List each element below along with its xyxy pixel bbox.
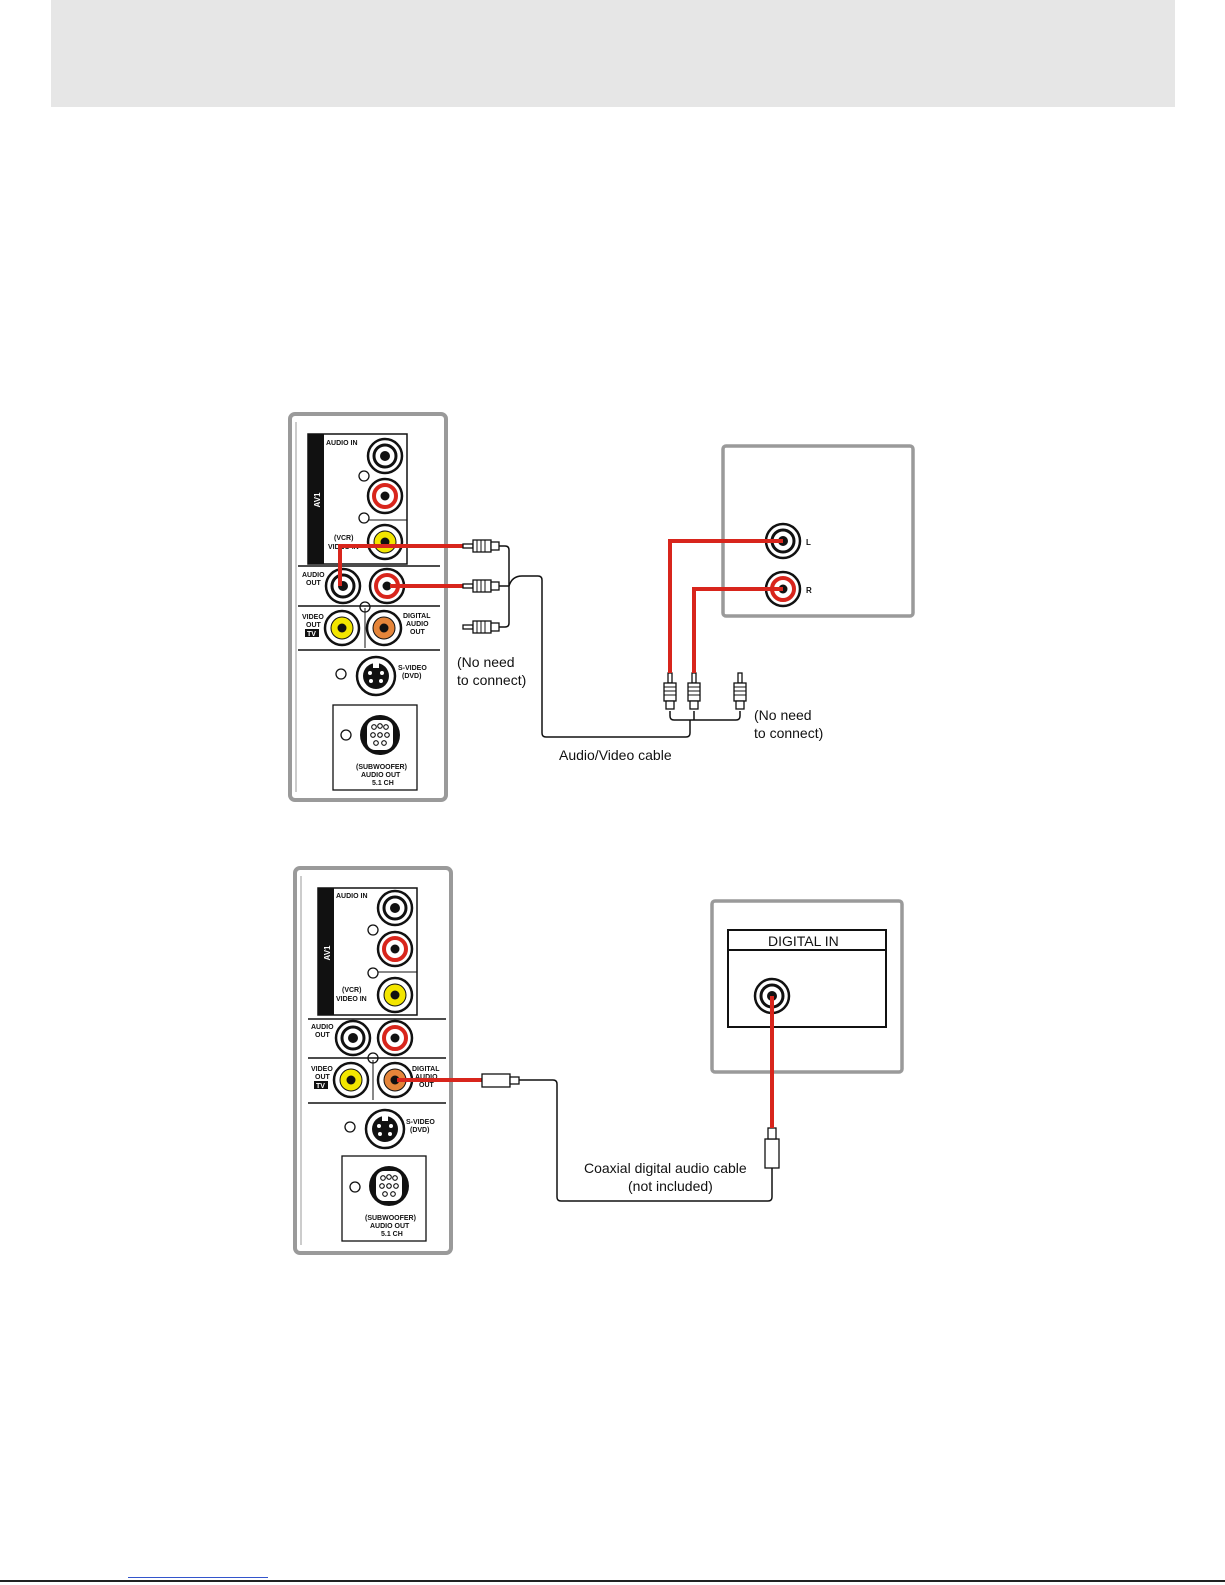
plug-dvd-3 — [462, 620, 500, 634]
vcr-label: (VCR) — [334, 535, 353, 542]
video-in-jack — [366, 523, 404, 561]
audio-in-r-jack — [366, 477, 404, 515]
footer-link-underline — [128, 1577, 268, 1578]
audio-in-label: AUDIO IN — [326, 440, 358, 447]
video-out-jack — [323, 609, 361, 647]
subwoofer-jack — [359, 714, 401, 756]
sub-label-2: AUDIO OUT — [361, 772, 401, 779]
audio-out-l-jack — [324, 567, 362, 605]
audio-out-label-2b: OUT — [315, 1032, 331, 1039]
audio-in-r-jack-2 — [376, 930, 414, 968]
note-right-line-2: to connect) — [754, 725, 823, 741]
red-wires-dvd-side — [338, 544, 463, 588]
audio-out-label-2a: AUDIO — [311, 1024, 334, 1031]
video-out-jack-2 — [332, 1061, 370, 1099]
video-in-jack-2 — [376, 976, 414, 1014]
video-out-label-1: VIDEO — [302, 614, 324, 621]
audio-in-l-jack — [366, 437, 404, 475]
sub-label-2a: (SUBWOOFER) — [365, 1215, 416, 1222]
diagram-1: AV1 AUDIO IN (VCR) VIDEO IN AUDIO OUT VI… — [288, 412, 915, 802]
digital-label-3: OUT — [410, 629, 426, 636]
digital-label-2: AUDIO — [406, 621, 429, 628]
audio-out-r-jack-2 — [376, 1019, 414, 1057]
coax-label-line-2: (not included) — [628, 1178, 713, 1194]
sub-label-2b: AUDIO OUT — [370, 1223, 410, 1230]
av-cable — [499, 545, 741, 738]
digital-label-2c: OUT — [419, 1082, 435, 1089]
sub-label-2c: 5.1 CH — [381, 1231, 403, 1238]
amp-l-label: L — [806, 538, 811, 547]
svideo-label-2: (DVD) — [402, 673, 421, 680]
red-wires-amp-side — [668, 539, 783, 673]
digital-in-panel: DIGITAL IN — [710, 899, 904, 1074]
dvd-rear-panel-1: AV1 AUDIO IN (VCR) VIDEO IN AUDIO OUT VI… — [288, 412, 448, 802]
svideo-jack-2 — [364, 1108, 406, 1150]
digital-label-1: DIGITAL — [403, 613, 431, 620]
av1-label-2: AV1 — [323, 945, 332, 961]
plug-dvd-2 — [462, 579, 500, 593]
audio-out-label-1: AUDIO — [302, 572, 325, 579]
video-out-label-2: OUT — [306, 622, 322, 629]
audio-in-label-2: AUDIO IN — [336, 893, 368, 900]
tv-badge-2: TV — [316, 1083, 325, 1090]
svideo-label-2a: S-VIDEO — [406, 1119, 435, 1126]
tv-badge: TV — [307, 631, 316, 638]
digital-label-2a: DIGITAL — [412, 1066, 440, 1073]
sub-label-3: 5.1 CH — [372, 780, 394, 787]
digital-label-2b: AUDIO — [415, 1074, 438, 1081]
av1-label: AV1 — [313, 492, 322, 508]
svideo-label-2b: (DVD) — [410, 1127, 429, 1134]
svideo-label-1: S-VIDEO — [398, 665, 427, 672]
svideo-jack — [355, 655, 397, 697]
subwoofer-jack-2 — [368, 1165, 410, 1207]
plug-amp-1 — [663, 672, 677, 710]
diagram-2: AV1 AUDIO IN (VCR) VIDEO IN AUDIO OUT VI… — [293, 866, 904, 1255]
audio-out-label-2: OUT — [306, 580, 322, 587]
note-left-line-1: (No need — [457, 654, 515, 670]
video-out-label-2a: VIDEO — [311, 1066, 333, 1073]
video-out-label-2b: OUT — [315, 1074, 331, 1081]
audio-in-l-jack-2 — [376, 889, 414, 927]
header-band — [51, 0, 1175, 107]
video-in-label-2: VIDEO IN — [336, 996, 367, 1003]
coax-cable — [397, 996, 780, 1202]
digital-audio-out-jack — [365, 609, 403, 647]
plug-dvd-1 — [462, 539, 500, 553]
coax-label-line-1: Coaxial digital audio cable — [584, 1160, 747, 1176]
digital-in-label: DIGITAL IN — [768, 933, 839, 949]
amp-r-label: R — [806, 586, 812, 595]
audio-out-l-jack-2 — [334, 1019, 372, 1057]
footer-rule — [0, 1580, 1225, 1582]
amplifier-panel: L R — [721, 444, 915, 618]
vcr-label-2: (VCR) — [342, 987, 361, 994]
note-left-line-2: to connect) — [457, 672, 526, 688]
sub-label-1: (SUBWOOFER) — [356, 764, 407, 771]
plug-amp-2 — [687, 672, 701, 710]
dvd-rear-panel-2: AV1 AUDIO IN (VCR) VIDEO IN AUDIO OUT VI… — [293, 866, 453, 1255]
note-right-line-1: (No need — [754, 707, 812, 723]
av-cable-label: Audio/Video cable — [559, 747, 672, 763]
plug-amp-3 — [733, 672, 747, 710]
